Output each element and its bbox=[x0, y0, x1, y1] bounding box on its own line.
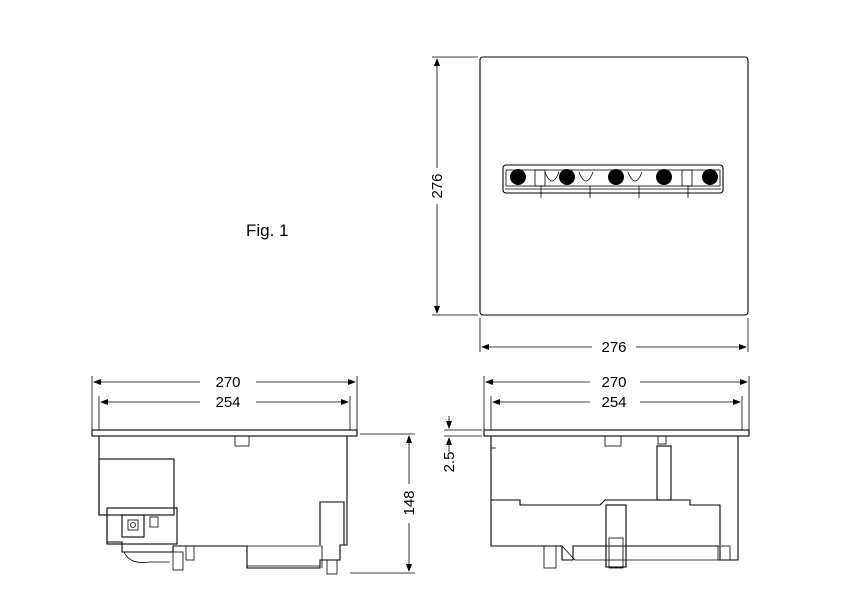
connector-box bbox=[121, 514, 145, 538]
switch bbox=[534, 169, 546, 187]
dim-outer-text: 270 bbox=[215, 374, 240, 391]
switch bbox=[681, 169, 693, 187]
dim-inner-text: 254 bbox=[601, 394, 626, 411]
dimension-flange: 2.5 bbox=[441, 416, 482, 472]
dim-height-text: 276 bbox=[429, 173, 446, 198]
dim-outer-text: 270 bbox=[601, 374, 626, 391]
top-view: 276 276 bbox=[429, 56, 749, 356]
dimension-depth: 148 bbox=[350, 433, 418, 574]
housing-outline bbox=[490, 436, 739, 561]
figure-label: Fig. 1 bbox=[246, 221, 289, 240]
side-module bbox=[98, 458, 175, 516]
socket-outlet bbox=[559, 169, 575, 185]
dimension-outer-right: 270 bbox=[483, 374, 750, 430]
housing-outline bbox=[98, 436, 348, 569]
dim-inner-text: 254 bbox=[215, 394, 240, 411]
flange bbox=[483, 429, 750, 437]
dimension-inner-left: 254 bbox=[98, 394, 351, 430]
socket-outlet bbox=[702, 169, 718, 185]
top-view-plate bbox=[479, 56, 749, 316]
dim-depth-text: 148 bbox=[401, 490, 418, 515]
dimension-inner-right: 254 bbox=[490, 394, 743, 430]
dim-flange-text: 2.5 bbox=[441, 452, 458, 473]
dimension-height: 276 bbox=[429, 56, 478, 316]
socket-outlet bbox=[608, 169, 624, 185]
dim-width-text: 276 bbox=[601, 339, 626, 356]
side-view-left: 270 254 148 bbox=[91, 374, 418, 575]
socket-outlet bbox=[510, 169, 526, 185]
side-view-right: 270 254 2.5 bbox=[441, 374, 750, 569]
dimension-outer-left: 270 bbox=[91, 374, 358, 430]
dimension-width: 276 bbox=[479, 318, 749, 356]
vertical-post bbox=[656, 445, 672, 501]
flange bbox=[91, 429, 358, 437]
socket-strip bbox=[502, 164, 724, 198]
center-column bbox=[605, 504, 627, 568]
socket-outlet bbox=[656, 169, 672, 185]
